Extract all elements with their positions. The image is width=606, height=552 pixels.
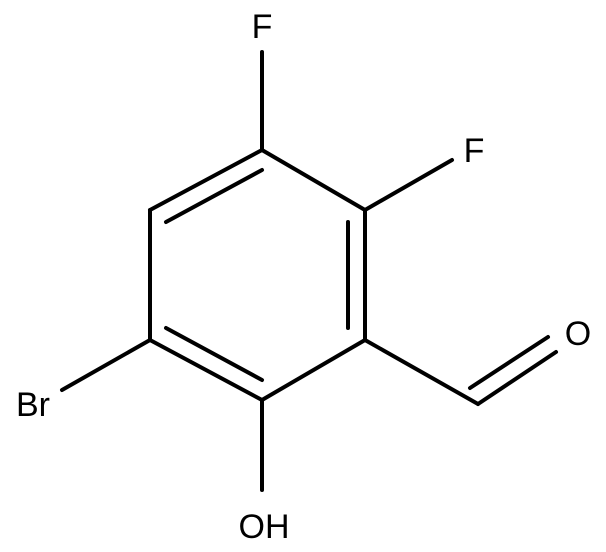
bond-c6-c1-inner bbox=[164, 168, 264, 224]
bond-c3-c4 bbox=[260, 338, 367, 402]
bond-c3-cho bbox=[363, 338, 480, 406]
bond-c1-c2 bbox=[260, 148, 367, 212]
bond-c4-c5-inner bbox=[164, 326, 264, 382]
atom-label-oh: OH bbox=[239, 508, 290, 546]
bond-cho-o bbox=[476, 350, 558, 406]
bond-c5-br bbox=[60, 338, 152, 392]
atom-label-f-right: F bbox=[464, 132, 485, 170]
atom-label-br: Br bbox=[16, 386, 50, 424]
bond-c6-c1 bbox=[148, 148, 264, 212]
atom-label-f-top: F bbox=[252, 8, 273, 46]
bond-c4-c5 bbox=[148, 338, 264, 402]
bond-cho-o-inner bbox=[468, 335, 550, 390]
bond-c2-f-right bbox=[363, 158, 454, 212]
atom-label-o-aldehyde: O bbox=[565, 315, 591, 353]
